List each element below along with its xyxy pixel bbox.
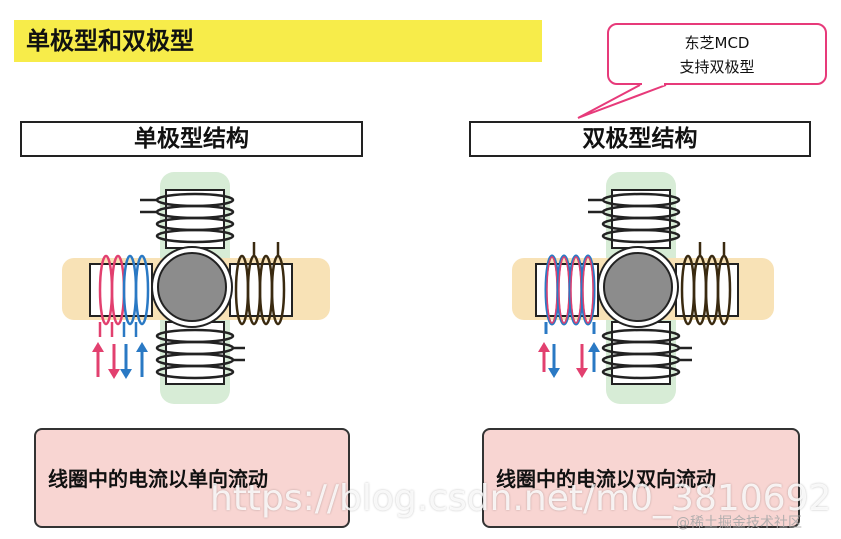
bottom-coil bbox=[601, 328, 692, 380]
watermark-site: @稀土掘金技术社区 bbox=[676, 515, 802, 531]
rotor bbox=[157, 252, 227, 322]
bipolar-current-arrows bbox=[538, 342, 600, 378]
unipolar-caption: 线圈中的电流以单向流动 bbox=[34, 428, 350, 528]
left-coil-bipolar bbox=[544, 254, 596, 334]
bottom-coil bbox=[155, 328, 245, 380]
callout-bubble: 东芝MCD 支持双极型 bbox=[607, 23, 827, 85]
top-coil bbox=[588, 192, 681, 244]
bipolar-motor-diagram bbox=[512, 172, 774, 404]
unipolar-motor-diagram bbox=[62, 172, 330, 404]
bipolar-caption-text: 线圈中的电流以双向流动 bbox=[496, 467, 716, 491]
unipolar-current-arrows bbox=[92, 342, 148, 379]
page-title: 单极型和双极型 bbox=[14, 20, 542, 62]
right-coil bbox=[680, 242, 732, 326]
unipolar-caption-text: 线圈中的电流以单向流动 bbox=[48, 467, 268, 491]
callout-pointer bbox=[577, 84, 667, 119]
unipolar-heading: 单极型结构 bbox=[20, 121, 363, 157]
callout-line1: 东芝MCD bbox=[684, 34, 750, 52]
rotor bbox=[603, 252, 673, 322]
callout-line2: 支持双极型 bbox=[679, 58, 755, 76]
bipolar-heading: 双极型结构 bbox=[469, 121, 811, 157]
left-coil-unipolar bbox=[98, 254, 150, 337]
top-coil bbox=[140, 192, 235, 244]
watermark-url: https://blog.csdn.net/m0_3810692 bbox=[210, 478, 832, 519]
callout-pointer-cover bbox=[642, 82, 664, 86]
bipolar-caption: 线圈中的电流以双向流动 bbox=[482, 428, 800, 528]
right-coil bbox=[234, 242, 286, 326]
